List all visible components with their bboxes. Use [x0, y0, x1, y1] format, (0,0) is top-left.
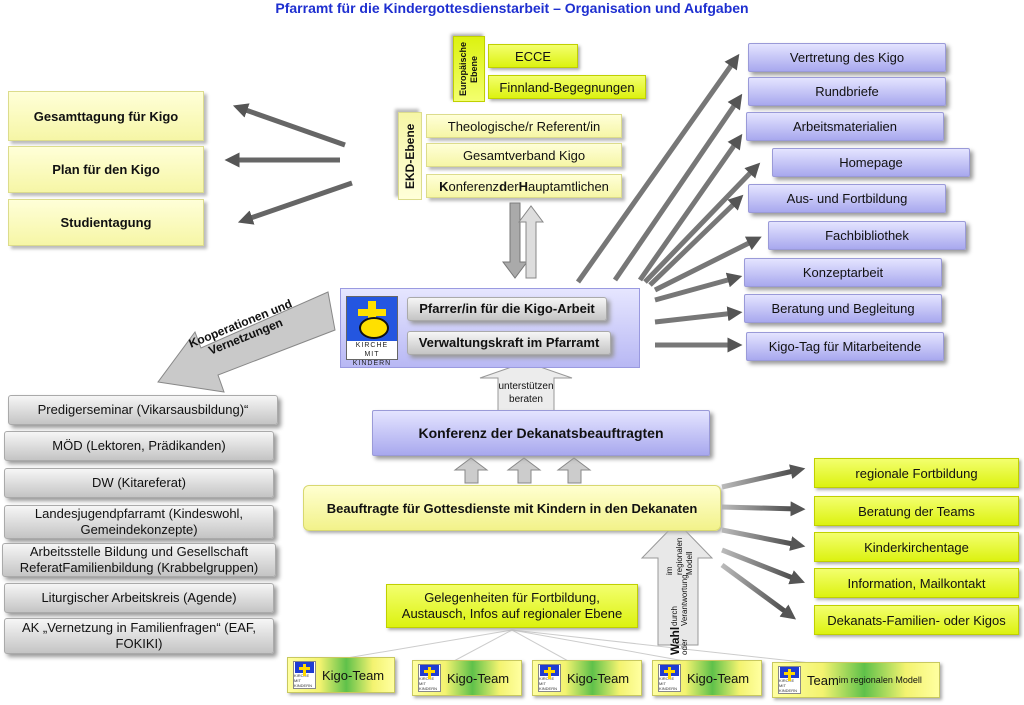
team-logo: KIRCHE MIT KINDERN	[293, 661, 316, 689]
team-logo: KIRCHE MIT KINDERN	[418, 664, 441, 692]
box-predigerseminar: Predigerseminar (Vikarsausbildung)“	[8, 395, 278, 425]
box-kinderkirchentage: Kinderkirchentage	[814, 532, 1019, 562]
box-beratung-teams: Beratung der Teams	[814, 496, 1019, 526]
team-logo: KIRCHE MIT KINDERN	[538, 664, 561, 692]
box-finnland: Finnland-Begegnungen	[488, 75, 646, 99]
box-konzeptarbeit: Konzeptarbeit	[744, 258, 942, 287]
kirche-mit-kindern-logo: KIRCHE MIT KINDERN	[346, 296, 398, 367]
box-pfarrer: Pfarrer/in für die Kigo-Arbeit	[407, 297, 607, 321]
kigo-team-4: KIRCHE MIT KINDERN Kigo-Team	[652, 660, 762, 696]
label-europaeische-ebene: Europäische Ebene	[453, 36, 485, 102]
kigo-team-2: KIRCHE MIT KINDERN Kigo-Team	[412, 660, 522, 696]
up-arrow-1	[453, 457, 489, 484]
kigo-team-1: KIRCHE MIT KINDERN Kigo-Team	[287, 657, 395, 693]
arrow-to-gesamttagung	[232, 103, 346, 148]
up-arrow-3	[556, 457, 592, 484]
box-dekanats-familien-kigos: Dekanats-Familien- oder Kigos	[814, 605, 1019, 635]
box-landesjugendpfarramt: Landesjugendpfarramt (Kindeswohl, Gemein…	[4, 505, 274, 539]
arrow-to-homepage	[643, 162, 761, 284]
team-regionales-modell: KIRCHE MIT KINDERN Team im regionalen Mo…	[772, 662, 940, 698]
arrow-to-studientagung	[237, 180, 353, 225]
box-information: Information, Mailkontakt	[814, 568, 1019, 598]
team-logo: KIRCHE MIT KINDERN	[658, 664, 681, 692]
kigo-team-3: KIRCHE MIT KINDERN Kigo-Team	[532, 660, 642, 696]
support-arrow-shape	[479, 361, 573, 413]
box-konferenz-dekanatsbeauftragte: Konferenz der Dekanatsbeauftragten	[372, 410, 710, 456]
box-ecce: ECCE	[488, 44, 578, 68]
arrow-to-konzeptarbeit	[654, 272, 743, 303]
box-beauftragte-dekanate: Beauftragte für Gottesdienste mit Kinder…	[303, 485, 721, 531]
arrow-down-ekd	[502, 202, 528, 279]
arrow-to-rundbriefe	[612, 93, 743, 282]
box-dw: DW (Kitareferat)	[4, 468, 274, 498]
arrow-to-teams	[721, 501, 806, 517]
box-ak-vernetzung: AK „Vernetzung in Familienfragen“ (EAF, …	[4, 618, 274, 654]
box-rundbriefe: Rundbriefe	[748, 77, 946, 106]
wahl-label: Wahl oder durch Verantwortung im regiona…	[665, 537, 694, 655]
label-ekd-ebene: EKD-Ebene	[398, 112, 422, 200]
box-liturgischer-arbeitskreis: Liturgischer Arbeitskreis (Agende)	[4, 583, 274, 613]
arrow-to-regional	[721, 464, 806, 490]
kooperation-arrow-shape	[157, 291, 336, 393]
arrow-up-ekd	[518, 205, 544, 279]
arrow-to-vertretung	[575, 53, 740, 284]
box-arbeitsstelle-bildung: Arbeitsstelle Bildung und Gesellschaft R…	[2, 543, 276, 577]
box-theologische-referentin: Theologische/r Referent/in	[426, 114, 622, 138]
page-title: Pfarramt für die Kindergottesdienstarbei…	[275, 0, 749, 16]
box-fachbibliothek: Fachbibliothek	[768, 221, 966, 250]
box-aus-fortbildung: Aus- und Fortbildung	[748, 184, 946, 213]
box-gesamtverband: Gesamtverband Kigo	[426, 143, 622, 167]
arrow-to-dekanats-kigos	[720, 562, 797, 620]
box-kigo-tag: Kigo-Tag für Mitarbeitende	[746, 332, 944, 361]
team-logo: KIRCHE MIT KINDERN	[778, 666, 801, 694]
up-arrow-2	[506, 457, 542, 484]
center-pfarramt: KIRCHE MIT KINDERN Pfarrer/in für die Ki…	[340, 288, 640, 368]
arrow-to-beratung	[654, 306, 743, 325]
box-plan-kigo: Plan für den Kigo	[8, 146, 204, 193]
box-beratung-begleitung: Beratung und Begleitung	[744, 294, 942, 323]
arrow-to-fachbibliothek	[653, 236, 762, 293]
box-gelegenheiten: Gelegenheiten für Fortbildung, Austausch…	[386, 584, 638, 628]
box-arbeitsmaterialien: Arbeitsmaterialien	[746, 112, 944, 141]
arrow-to-arbeitsmaterialien	[637, 133, 743, 282]
arrow-to-ausbildung	[648, 194, 744, 287]
box-studientagung: Studientagung	[8, 199, 204, 246]
arrow-to-kinderkirchentage	[721, 527, 806, 551]
box-moed: MÖD (Lektoren, Prädikanden)	[4, 431, 274, 461]
box-homepage: Homepage	[772, 148, 970, 177]
box-vertretung: Vertretung des Kigo	[748, 43, 946, 72]
wahl-arrow-shape	[640, 521, 714, 646]
box-verwaltungskraft: Verwaltungskraft im Pfarramt	[407, 331, 611, 355]
arrow-to-information	[721, 547, 805, 585]
box-regionale-fortbildung: regionale Fortbildung	[814, 458, 1019, 488]
box-gesamttagung: Gesamttagung für Kigo	[8, 91, 204, 141]
